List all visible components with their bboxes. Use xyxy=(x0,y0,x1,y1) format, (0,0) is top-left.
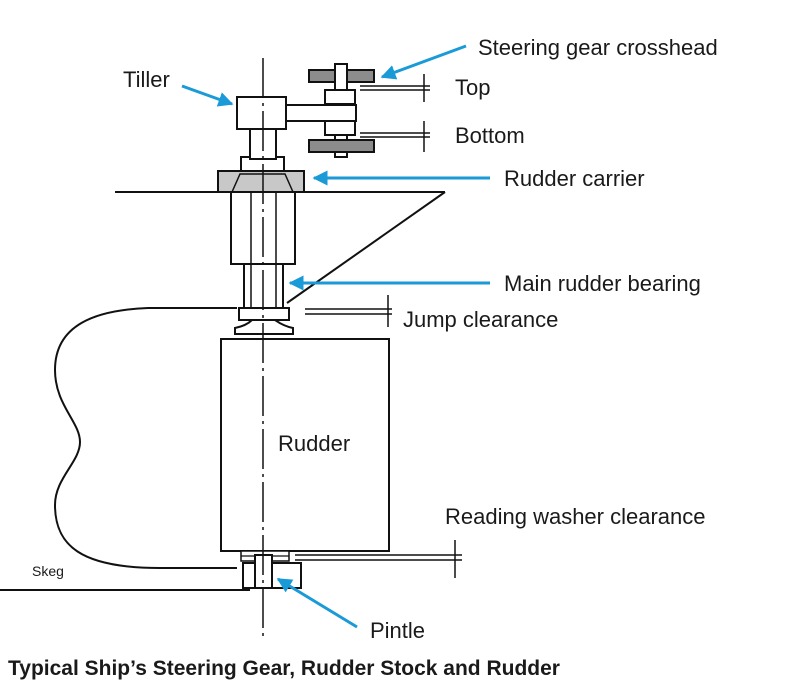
crosshead-top-block xyxy=(324,89,356,105)
label-rudder-carrier: Rudder carrier xyxy=(504,166,645,191)
crosshead-bottom-plate xyxy=(308,139,375,153)
crosshead-arrow xyxy=(380,44,467,80)
tiller-arm xyxy=(285,104,357,122)
label-main-bearing: Main rudder bearing xyxy=(504,271,701,296)
crosshead-stem-top xyxy=(334,63,348,91)
label-pintle: Pintle xyxy=(370,618,425,643)
diagram-caption: Typical Ship’s Steering Gear, Rudder Sto… xyxy=(8,657,560,680)
hull-outline xyxy=(53,307,237,569)
rudder-blade xyxy=(220,338,390,552)
crosshead-bottom-block xyxy=(324,120,356,136)
hull-slope-line xyxy=(286,191,446,304)
tiller-head xyxy=(236,96,287,130)
label-reading-washer: Reading washer clearance xyxy=(445,504,706,529)
label-rudder: Rudder xyxy=(278,431,350,456)
coupling-lower xyxy=(234,319,294,335)
label-tiller: Tiller xyxy=(123,67,170,92)
label-skeg: Skeg xyxy=(32,563,64,579)
label-bottom: Bottom xyxy=(455,123,525,148)
label-top: Top xyxy=(455,75,490,100)
coupling-upper xyxy=(238,307,290,321)
pintle-arrow xyxy=(276,577,358,629)
tiller-arrow xyxy=(181,84,234,107)
label-crosshead: Steering gear crosshead xyxy=(478,35,718,60)
label-jump-clearance: Jump clearance xyxy=(403,307,558,332)
